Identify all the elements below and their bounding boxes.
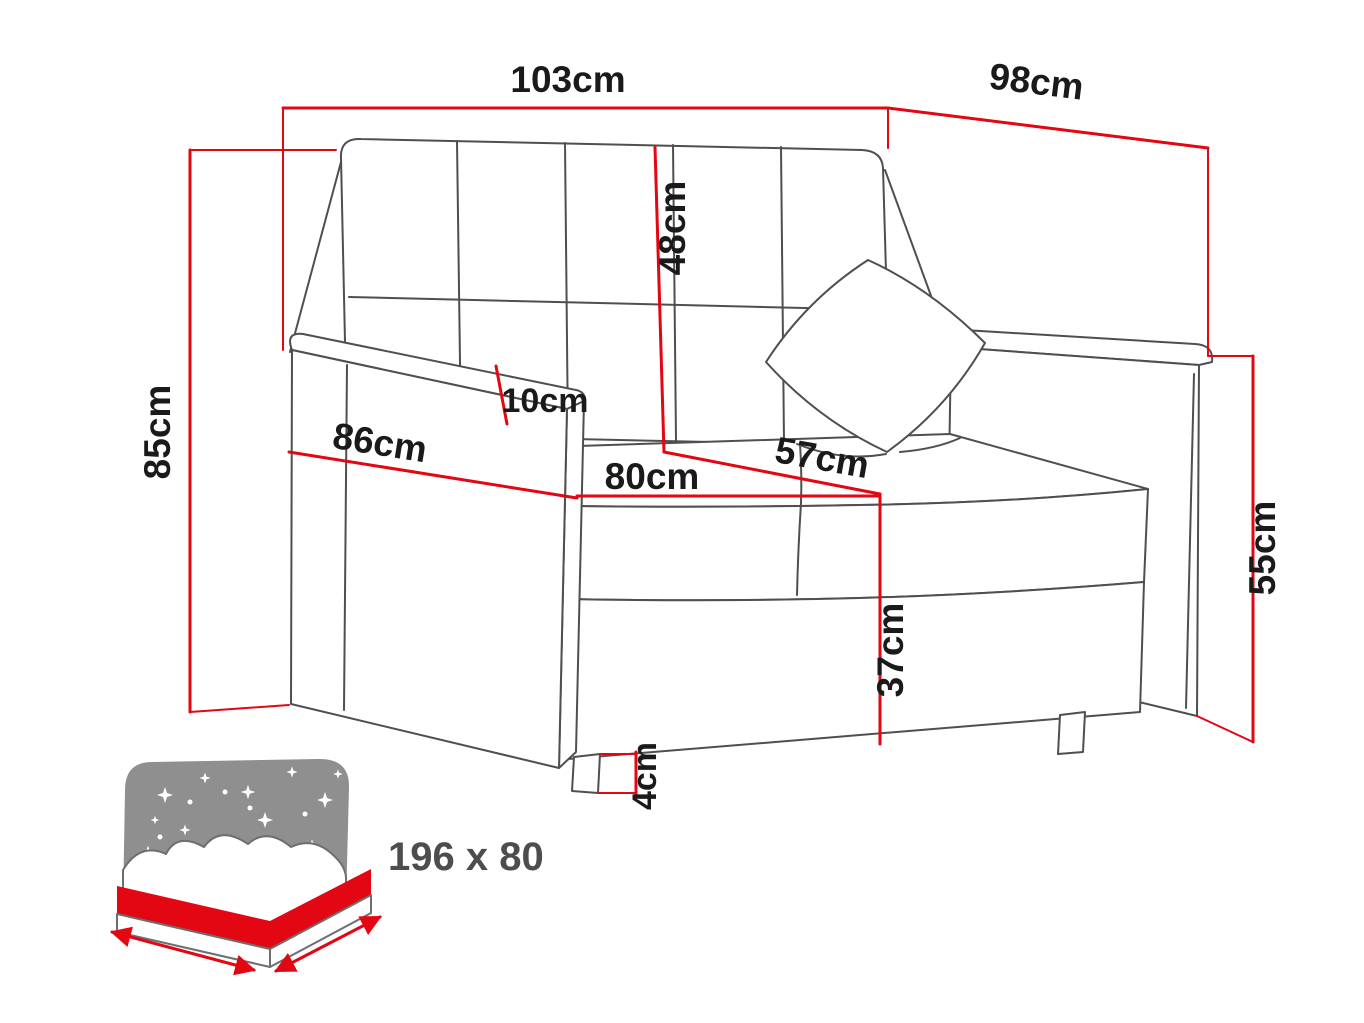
label-armrest-height: 55cm [1242,501,1283,596]
dim-backrest-height [653,145,666,454]
backrest-seam-horizontal [348,296,890,311]
sofa-sketch [289,137,1214,794]
dim-total-width [281,106,890,351]
right-armrest-seam [1185,373,1195,709]
dimension-line [287,450,579,500]
sleeping-area-icon [109,758,382,976]
pillow [765,259,986,453]
back-left-edge [289,161,342,353]
dimension-line [653,145,666,454]
dimension-line [494,364,509,426]
dimension-line [886,106,1210,150]
label-leg-height: 4cm [626,742,664,810]
front-leg-right [1057,711,1086,755]
left-armrest [290,349,568,769]
left-armrest-seam [343,364,348,711]
dimension-labels: 103cm 98cm 48cm 85cm 86cm 10cm 80cm 57cm… [137,55,1283,810]
dim-total-depth [886,106,1210,357]
sleeping-area-label: 196 x 80 [388,835,544,879]
dim-seat-depth [662,450,882,496]
extension-line [189,704,290,713]
pillow-crease [796,443,887,458]
dim-total-height [188,148,337,714]
left-armrest-top [289,332,586,410]
dim-leg-height [597,750,638,797]
label-total-depth: 98cm [987,55,1086,107]
dimension-lines [188,106,1255,797]
label-total-width: 103cm [510,59,625,100]
front-leg-left [571,753,601,794]
label-backrest-height: 48cm [652,181,693,276]
label-seat-height: 37cm [870,603,911,698]
backrest-seam-vertical [780,146,785,444]
width-arrow [274,915,382,973]
dim-armrest-width [494,364,509,426]
dimension-line [662,450,882,496]
length-arrow [109,926,257,976]
dim-side-depth [287,450,579,500]
seat-seam-front [796,502,802,596]
label-seat-width: 80cm [605,456,700,497]
label-armrest-width: 10cm [502,382,589,420]
extension-line [1196,715,1254,743]
dim-armrest-height [1196,354,1255,744]
pillow-crease [899,437,961,453]
base-front [555,581,1145,761]
seat-seam-top [799,442,803,504]
backrest-seam-vertical [672,144,677,442]
label-total-height: 85cm [137,385,178,480]
